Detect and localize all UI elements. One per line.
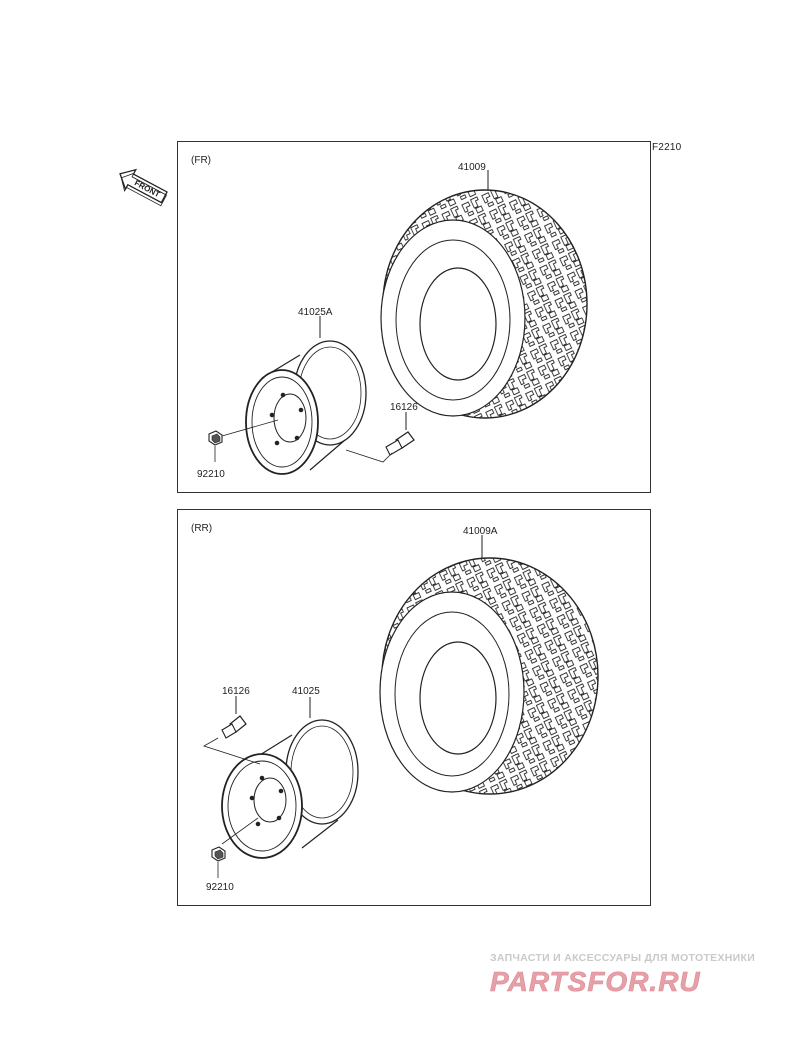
panel-front (177, 141, 651, 493)
watermark-logo: PARTSFOR.RU (490, 966, 701, 998)
rear-tire-label: 41009A (463, 526, 498, 537)
front-nut-label: 92210 (197, 469, 225, 480)
panel-rear (177, 509, 651, 906)
front-tire-label: 41009 (458, 162, 486, 173)
rear-nut-label: 92210 (206, 882, 234, 893)
svg-text:PARTSFOR.RU: PARTSFOR.RU (490, 966, 701, 997)
panel-front-label: (FR) (191, 155, 211, 166)
figure-code: F2210 (652, 142, 682, 153)
rear-valve-label: 16126 (222, 686, 250, 697)
watermark-tagline: ЗАПЧАСТИ И АКСЕССУАРЫ ДЛЯ МОТОТЕХНИКИ (490, 952, 756, 964)
rear-wheel-label: 41025 (292, 686, 320, 697)
panel-rear-label: (RR) (191, 523, 213, 534)
front-arrow-label: FRONT (133, 178, 162, 199)
front-valve-label: 16126 (390, 402, 418, 413)
front-wheel-label: 41025A (298, 307, 333, 318)
